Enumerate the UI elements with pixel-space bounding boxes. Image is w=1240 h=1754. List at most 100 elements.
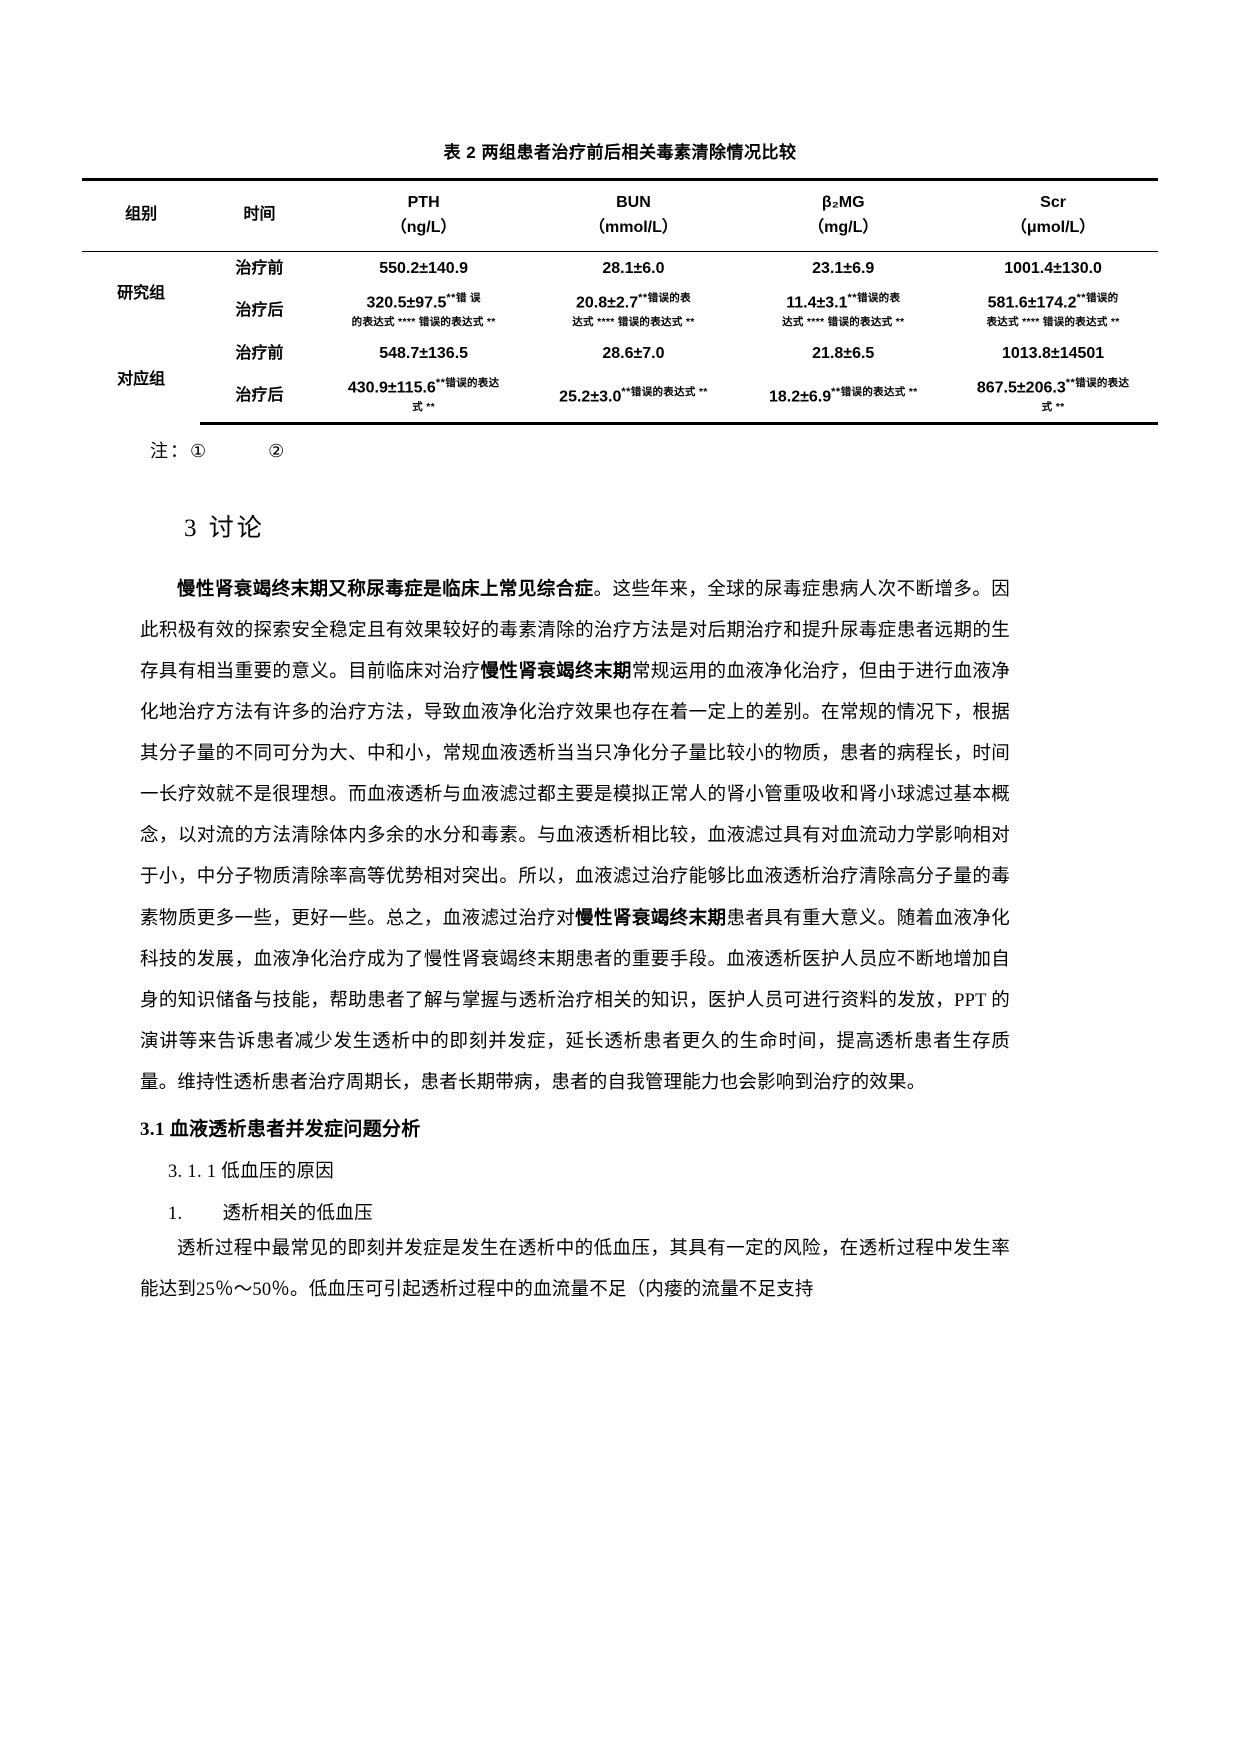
cell-value-scr: 1013.8±14501 — [948, 337, 1158, 371]
table-row: 治疗后 430.9±115.6**错误的表达 式 ** 25.2±3.0**错误… — [82, 370, 1158, 426]
header-line2: （mg/L） — [808, 218, 879, 236]
cell-time: 治疗后 — [200, 370, 319, 426]
error-note-wrap: 表达式 **** 错误的表达式 ** — [986, 316, 1120, 329]
cell-value-pth: 320.5±97.5**错 误 的表达式 **** 错误的表达式 ** — [319, 285, 529, 337]
header-line1: BUN — [616, 194, 651, 211]
value-main: 20.8±2.7 — [575, 294, 639, 312]
error-note-wrap: 的表达式 **** 错误的表达式 ** — [351, 316, 496, 329]
cell-time: 治疗前 — [235, 344, 284, 362]
paragraph-text-1: 。这些年来，全球的尿毒症患病人次不断增多。因此积极有效的探索安全稳定且有效果较好… — [140, 580, 1011, 683]
table-row: 治疗后 320.5±97.5**错 误 的表达式 **** 错误的表达式 ** … — [82, 285, 1158, 337]
table-section: 表 2 两组患者治疗前后相关毒素清除情况比较 组别 时间 PTH （ng/L） — [82, 138, 1158, 463]
significance-marker: ** — [435, 377, 446, 390]
paragraph-hypotension: 透析过程中最常见的即刻并发症是发生在透析中的低血压，其具有一定的风险，在透析过程… — [140, 1238, 1010, 1300]
cell-value-b2mg: 23.1±6.9 — [738, 251, 948, 285]
table-row: 对应组 治疗前 548.7±136.5 28.6±7.0 21.8±6.5 10… — [82, 337, 1158, 389]
list-item: 1.透析相关的低血压 — [140, 1199, 1010, 1225]
emphasis-term-1: 慢性肾衰竭终末期又称尿毒症是临床上常见综合症 — [177, 580, 594, 600]
error-note-wrap: 式 ** — [1041, 401, 1065, 414]
cell-value-b2mg: 11.4±3.1**错误的表 达式 **** 错误的表达式 ** — [738, 285, 948, 337]
error-note: 错误的表达 — [445, 377, 500, 390]
cell-value-b2mg: 21.8±6.5 — [738, 337, 948, 371]
significance-marker: ** — [1065, 377, 1076, 390]
significance-marker: ** — [1076, 292, 1087, 305]
section-heading-3: 3 讨论 — [184, 515, 265, 542]
paragraph-text-2: 常规运用的血液净化治疗，但由于进行血液净化地治疗方法有许多的治疗方法，导致血液净… — [140, 662, 1010, 929]
column-header-pth: PTH （ng/L） — [318, 178, 529, 252]
error-note: 错 误 — [455, 292, 481, 305]
significance-marker: ** — [446, 292, 456, 305]
paragraph-text-3: 患者具有重大意义。随着血液净化科技的发展，血液净化治疗成为了慢性肾衰竭终末期患者… — [140, 908, 1010, 1093]
error-note-wrap: 达式 **** 错误的表达式 ** — [572, 316, 695, 329]
value-main: 581.6±174.2 — [987, 294, 1077, 312]
cell-value-bun: 20.8±2.7**错误的表 达式 **** 错误的表达式 ** — [529, 285, 739, 337]
value-main: 11.4±3.1 — [786, 294, 848, 312]
error-note-wrap: 式 ** — [412, 401, 436, 414]
header-line2: （ng/L） — [390, 218, 457, 236]
column-header-bun: BUN （mmol/L） — [528, 178, 739, 252]
body-content: 3 讨论 慢性肾衰竭终末期又称尿毒症是临床上常见综合症。这些年来，全球的尿毒症患… — [140, 476, 1010, 1311]
table-caption: 表 2 两组患者治疗前后相关毒素清除情况比较 — [443, 143, 797, 162]
error-note: 错误的表达式 ** — [840, 385, 918, 398]
value-main: 320.5±97.5 — [366, 294, 447, 312]
section-heading-3-1-1: 3. 1. 1 低血压的原因 — [168, 1161, 335, 1182]
column-header-group: 组别 — [82, 178, 201, 252]
error-note: 错误的 — [1086, 292, 1119, 305]
significance-marker: ** — [831, 385, 841, 398]
cell-value-bun: 25.2±3.0**错误的表达式 ** — [528, 370, 739, 426]
paragraph-discussion: 慢性肾衰竭终末期又称尿毒症是临床上常见综合症。这些年来，全球的尿毒症患病人次不断… — [140, 570, 1010, 1104]
cell-value-pth: 430.9±115.6**错误的表达 式 ** — [318, 370, 529, 426]
value-main: 21.8±6.5 — [812, 344, 875, 362]
header-line1: PTH — [407, 194, 440, 211]
section-heading-3-1: 3.1 血液透析患者并发症问题分析 — [140, 1114, 1010, 1141]
footnote-marks: ① ② — [190, 441, 307, 462]
header-line1: 时间 — [243, 206, 276, 224]
column-header-time: 时间 — [200, 178, 319, 252]
error-note: 错误的表达 — [1075, 377, 1130, 390]
error-note-wrap: 达式 **** 错误的表达式 ** — [782, 316, 905, 329]
header-line2: （μmol/L） — [1010, 218, 1096, 236]
column-header-b2mg: β₂MG （mg/L） — [738, 178, 949, 252]
cell-value-scr: 581.6±174.2**错误的 表达式 **** 错误的表达式 ** — [948, 285, 1158, 337]
value-main: 18.2±6.9 — [768, 388, 832, 406]
value-main: 28.6±7.0 — [602, 344, 665, 362]
cell-value-bun: 28.1±6.0 — [529, 251, 739, 285]
heading-emphasis: 血液透析 — [169, 1118, 247, 1140]
value-main: 1013.8±14501 — [1001, 344, 1105, 362]
value-main: 1001.4±130.0 — [1004, 259, 1102, 277]
heading-number: 3.1 — [140, 1118, 170, 1140]
toxin-clearance-table: 组别 时间 PTH （ng/L） BUN （mmol/L） β₂MG — [82, 178, 1158, 426]
significance-marker: ** — [638, 292, 648, 305]
cell-value-b2mg: 18.2±6.9**错误的表达式 ** — [738, 370, 949, 426]
error-note: 错误的表达式 ** — [630, 385, 708, 398]
cell-time: 治疗后 — [235, 302, 284, 320]
significance-marker: ** — [847, 292, 858, 305]
value-main: 548.7±136.5 — [379, 344, 469, 362]
cell-time: 治疗前 — [235, 259, 284, 277]
column-header-scr: Scr （μmol/L） — [948, 178, 1158, 252]
error-note: 错误的表 — [647, 292, 691, 305]
table-row: 研究组 治疗前 550.2±140.9 28.1±6.0 23.1±6.9 10… — [82, 251, 1158, 303]
value-main: 28.1±6.0 — [602, 259, 665, 277]
value-main: 23.1±6.9 — [812, 259, 875, 277]
cell-value-scr: 1001.4±130.0 — [948, 251, 1158, 285]
value-main: 25.2±3.0 — [559, 388, 622, 406]
table-header-row: 组别 时间 PTH （ng/L） BUN （mmol/L） β₂MG — [82, 178, 1158, 252]
header-line1: Scr — [1040, 194, 1066, 211]
list-item-label: 透析相关的低血压 — [222, 1203, 373, 1224]
cell-value-bun: 28.6±7.0 — [529, 337, 739, 371]
value-main: 867.5±206.3 — [976, 379, 1066, 397]
header-line1: 组别 — [125, 206, 158, 224]
significance-marker: ** — [621, 385, 631, 398]
table-body: 研究组 治疗前 550.2±140.9 28.1±6.0 23.1±6.9 10… — [82, 251, 1158, 426]
cell-value-pth: 550.2±140.9 — [319, 251, 529, 285]
header-line2: （mmol/L） — [588, 218, 678, 236]
cell-group: 对应组 — [117, 371, 166, 389]
value-main: 430.9±115.6 — [347, 379, 436, 397]
emphasis-term-3: 慢性肾衰竭终末期 — [575, 908, 727, 929]
heading-text: 患者并发症问题分析 — [246, 1118, 421, 1140]
cell-value-pth: 548.7±136.5 — [319, 337, 529, 371]
cell-value-scr: 867.5±206.3**错误的表达 式 ** — [948, 370, 1158, 426]
table-footnote: 注：① ② — [82, 437, 1158, 463]
